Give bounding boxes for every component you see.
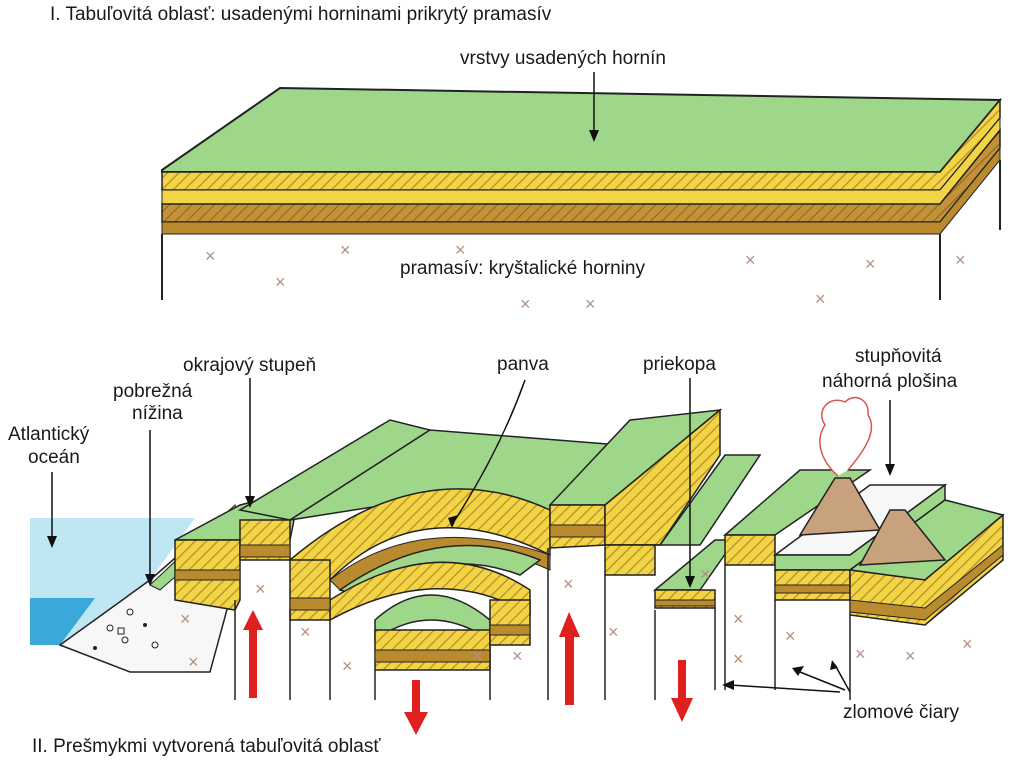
pointer-lines [51,378,891,693]
label-coastal-lowland-1: pobrežná [113,381,193,402]
label-rift: priekopa [643,354,716,375]
pointer-heads [47,464,895,690]
svg-text:×: × [785,626,796,646]
svg-text:×: × [275,272,286,292]
svg-text:×: × [300,622,311,642]
label-ocean-1: Atlantický [8,424,90,445]
svg-text:×: × [188,652,199,672]
svg-text:×: × [342,656,353,676]
label-plateau-2: náhorná plošina [822,371,958,392]
svg-text:×: × [905,646,916,666]
svg-text:×: × [855,644,866,664]
label-edge-step: okrajový stupeň [183,355,316,376]
label-basin: panva [497,354,549,375]
plateau-blocks [722,469,1005,626]
basement-marks-bottom: × × × × × × × × × × × × × × × × [180,564,973,676]
svg-text:×: × [733,609,744,629]
sediment-block [161,86,1003,300]
subsidence-arrows [404,660,693,735]
svg-text:×: × [700,564,711,584]
svg-text:×: × [520,294,531,314]
svg-text:×: × [455,240,466,260]
svg-text:×: × [733,649,744,669]
svg-text:×: × [608,622,619,642]
svg-text:×: × [865,254,876,274]
volcanoes [798,396,947,566]
top-title: I. Tabuľovitá oblasť: usadenými horninam… [50,4,552,25]
svg-text:×: × [955,250,966,270]
label-coastal-lowland-2: nížina [132,403,183,424]
arrow-sediment [589,72,599,142]
svg-text:×: × [585,294,596,314]
svg-text:×: × [205,246,216,266]
label-basement: pramasív: kryštalické horniny [400,258,645,279]
fault-lines [234,548,851,700]
edge-step-block [174,419,432,611]
basement-marks-top: × × × × × × × × × × [205,240,966,314]
ocean [30,518,195,645]
svg-text:×: × [340,240,351,260]
rift-blocks [548,408,762,609]
uplift-arrows [243,610,580,705]
svg-text:×: × [512,646,523,666]
basin-dome [288,429,622,671]
bottom-title: II. Prešmykmi vytvorená tabuľovitá oblas… [32,736,381,757]
svg-text:×: × [563,574,574,594]
svg-text:×: × [815,289,826,309]
svg-text:×: × [255,579,266,599]
svg-text:×: × [745,250,756,270]
svg-text:×: × [472,646,483,666]
label-plateau-1: stupňovitá [855,346,942,367]
label-faults: zlomové čiary [843,702,960,723]
label-sediment-layers: vrstvy usadených hornín [460,48,666,69]
svg-text:×: × [962,634,973,654]
label-ocean-2: oceán [28,447,80,468]
svg-text:×: × [180,609,191,629]
